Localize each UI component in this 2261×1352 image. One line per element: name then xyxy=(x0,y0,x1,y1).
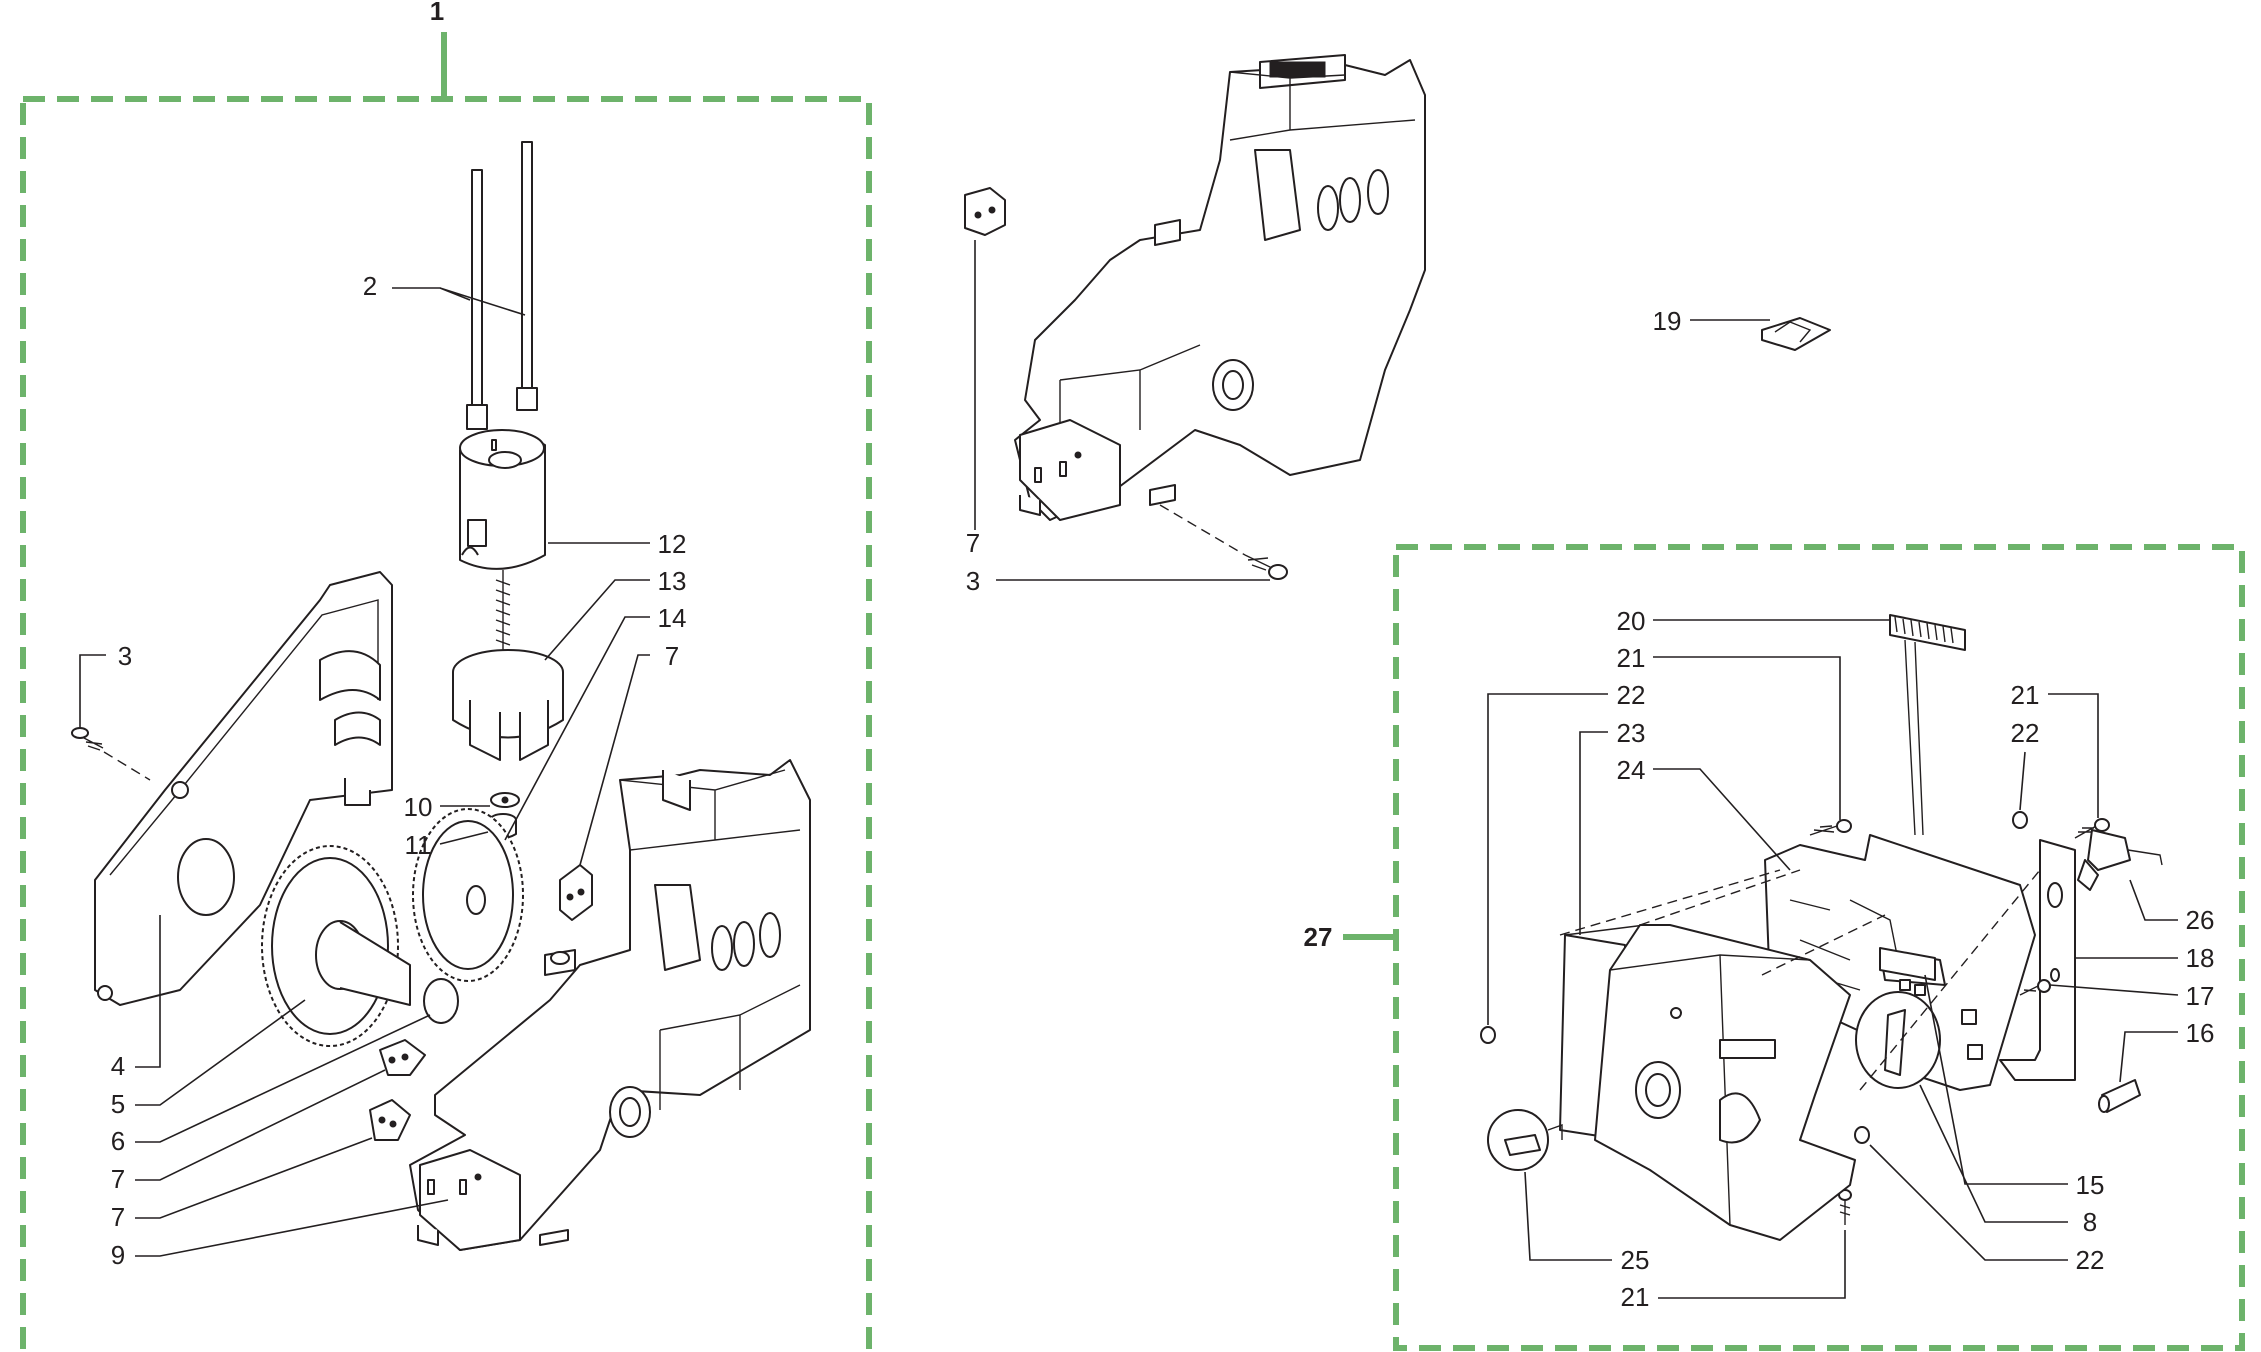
callout-6: 6 xyxy=(111,1126,125,1156)
group-27-outline xyxy=(1393,544,2245,1351)
callout-18: 18 xyxy=(2186,943,2215,973)
front-panel xyxy=(1594,924,1856,1241)
peg-22-c xyxy=(1854,1126,1870,1144)
callout-10: 10 xyxy=(404,792,433,822)
callout-22-b: 22 xyxy=(2011,718,2040,748)
top-frame xyxy=(1014,54,1426,521)
callout-8: 8 xyxy=(2083,1207,2097,1237)
ribbon-connector xyxy=(1889,614,1966,836)
screw xyxy=(71,727,104,751)
callout-15: 15 xyxy=(2076,1170,2105,1200)
screw-21-a xyxy=(1809,819,1852,836)
callout-22-c: 22 xyxy=(2076,1245,2105,1275)
callout-14: 14 xyxy=(658,603,687,633)
motor xyxy=(459,429,546,570)
small-knob xyxy=(1487,1109,1563,1171)
callout-12: 12 xyxy=(658,529,687,559)
screw-21-c xyxy=(1838,1189,1852,1225)
large-gear xyxy=(261,845,411,1047)
callout-7-a: 7 xyxy=(665,641,679,671)
cup-bracket xyxy=(452,649,564,761)
callout-9: 9 xyxy=(111,1240,125,1270)
callout-20: 20 xyxy=(1617,606,1646,636)
microswitch-clip-lower-1 xyxy=(379,1039,426,1076)
top-screw xyxy=(1244,554,1288,580)
callout-2: 2 xyxy=(363,271,377,301)
callout-4: 4 xyxy=(111,1051,125,1081)
callout-5: 5 xyxy=(111,1089,125,1119)
standalone-frame-assembly: 7 3 19 xyxy=(964,54,1831,596)
plug-clip xyxy=(1761,317,1831,351)
callout-11: 11 xyxy=(405,830,432,860)
callout-7-c: 7 xyxy=(111,1202,125,1232)
callout-19: 19 xyxy=(1653,306,1682,336)
fuse xyxy=(2098,1079,2141,1113)
microswitch-clip-lower-2 xyxy=(369,1099,411,1141)
rocker-switch xyxy=(2077,829,2163,891)
callout-25: 25 xyxy=(1621,1245,1650,1275)
slider-block xyxy=(1879,947,1936,981)
small-gear xyxy=(412,808,524,982)
top-clip xyxy=(964,187,1006,236)
group-1-outline xyxy=(20,96,872,1352)
callout-top-3: 3 xyxy=(966,566,980,596)
callout-21-a: 21 xyxy=(1617,643,1646,673)
mounting-bracket xyxy=(1999,839,2076,1081)
group-27: 27 xyxy=(1304,544,2245,1351)
gear-housing-plate xyxy=(94,571,393,1006)
group-1-label: 1 xyxy=(430,0,444,26)
callout-17: 17 xyxy=(2186,981,2215,1011)
callout-16: 16 xyxy=(2186,1018,2215,1048)
callout-7-b: 7 xyxy=(111,1164,125,1194)
peg-22-a xyxy=(1480,1026,1496,1044)
right-callouts: 20 21 22 23 24 21 22 26 18 17 16 15 8 xyxy=(1487,606,2215,1312)
left-callouts: 2 12 13 14 7 3 10 11 4 5 6 7 7 xyxy=(79,271,687,1270)
callout-top-7: 7 xyxy=(966,528,980,558)
spacer-ring xyxy=(423,978,459,1024)
callout-13: 13 xyxy=(658,566,687,596)
callout-23: 23 xyxy=(1617,718,1646,748)
group-27-label: 27 xyxy=(1304,922,1333,952)
callout-21-b: 21 xyxy=(2011,680,2040,710)
group-1: 1 xyxy=(20,0,872,1352)
screw-17 xyxy=(2019,979,2051,996)
worm-shaft xyxy=(495,570,511,650)
peg-22-b xyxy=(2012,811,2028,829)
callout-3: 3 xyxy=(118,641,132,671)
callout-26: 26 xyxy=(2186,905,2215,935)
screw-21-b xyxy=(2074,818,2110,839)
callout-22-a: 22 xyxy=(1617,680,1646,710)
carbon-brushes xyxy=(466,141,538,430)
microswitch-clip-upper xyxy=(559,864,593,921)
callout-24: 24 xyxy=(1617,755,1646,785)
main-frame xyxy=(409,759,811,1251)
rotary-knob xyxy=(1855,991,1941,1089)
callout-21-c: 21 xyxy=(1621,1282,1650,1312)
